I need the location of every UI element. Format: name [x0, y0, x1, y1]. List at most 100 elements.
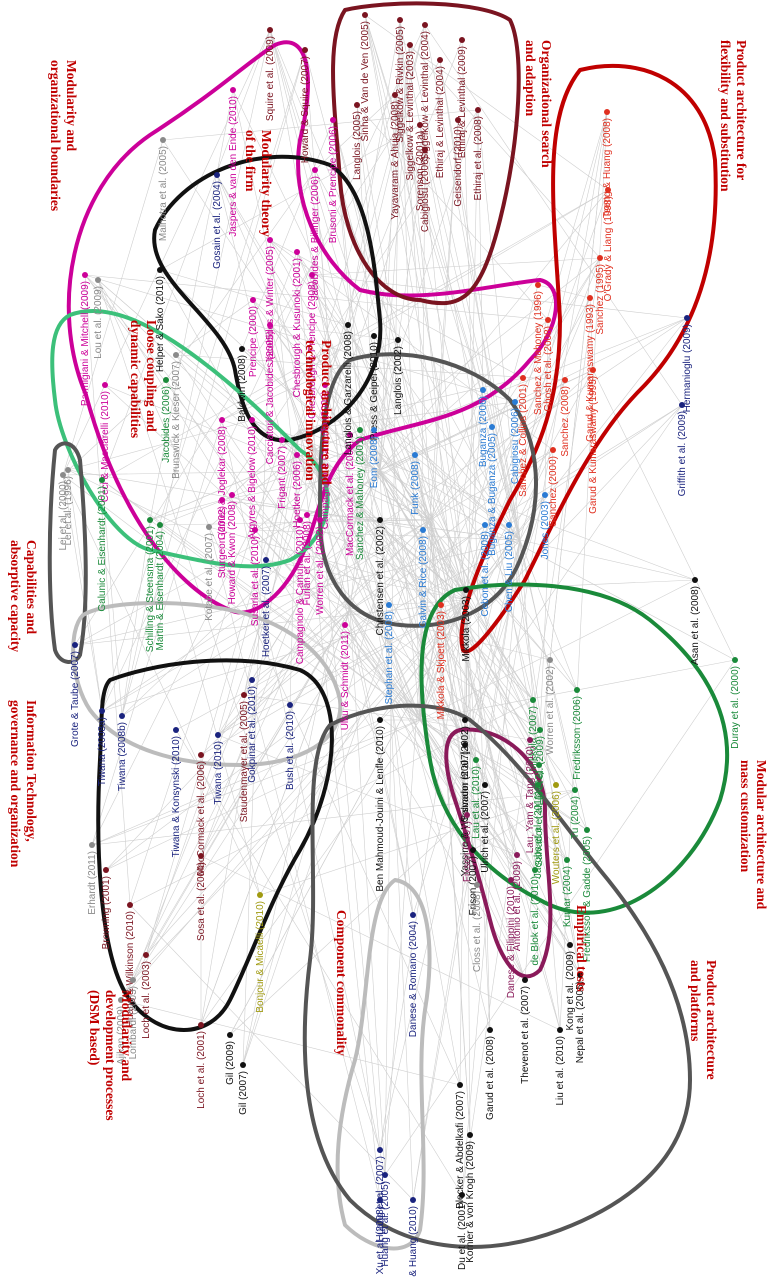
node-label: Tu (2004): [570, 796, 581, 839]
node-label: Ulrich et al. (2007): [480, 791, 491, 873]
node-dot: [322, 382, 328, 388]
citation-edge: [379, 469, 531, 741]
node-dot: [480, 387, 486, 393]
node-dot: [584, 827, 590, 833]
citation-edge: [243, 694, 421, 721]
citation-edge: [145, 44, 411, 956]
node-dot: [215, 732, 221, 738]
node-dot: [198, 752, 204, 758]
node-dot: [157, 267, 163, 273]
citation-edge: [394, 94, 493, 428]
cluster-title-line: dynamic capabilities: [128, 320, 143, 438]
node-dot: [422, 22, 428, 28]
node-dot: [545, 317, 551, 323]
node-dot: [437, 57, 443, 63]
node-dot: [219, 497, 225, 503]
node-label: Frison (2007): [468, 856, 479, 915]
citation-edge: [419, 124, 521, 541]
cluster-title-mass-customization: Modular architecture andmass customizati…: [738, 760, 769, 910]
node-label: Garud & Kumaraswamy (1993): [585, 304, 596, 442]
cluster-title-platforms: Product architectureand platforms: [688, 960, 719, 1080]
citation-edge: [379, 494, 546, 721]
node-dot: [412, 452, 418, 458]
node-label: Garud & Kumaraswamy (1995): [588, 376, 599, 514]
cluster-title-it-governance: Information Technology,governance and or…: [8, 700, 39, 868]
cluster-title-flexibility: Product architecture forflexibility and …: [718, 40, 749, 192]
citation-edge: [120, 469, 381, 1001]
citation-edge: [532, 699, 568, 861]
cluster-title-line: development processes: [103, 990, 118, 1121]
citation-edge: [159, 524, 261, 896]
node-dot: [354, 102, 360, 108]
citation-edge: [477, 109, 521, 541]
node-dot: [574, 687, 580, 693]
node-dot: [679, 402, 685, 408]
node-dot: [312, 167, 318, 173]
citation-edge: [120, 539, 521, 1001]
node-label: Gomes & Joglekar (2008): [217, 426, 228, 540]
node-label: Zhang & Huang (2010): [408, 1206, 419, 1278]
node-label: Closs et al. (2008): [472, 891, 483, 972]
citation-edge: [429, 519, 468, 816]
node-dot: [287, 702, 293, 708]
cluster-title-theory-firm: Modularity theoryof the firm: [243, 130, 274, 237]
node-dot: [475, 107, 481, 113]
citation-edge: [84, 274, 516, 403]
node-dot: [463, 587, 469, 593]
node-dot: [547, 657, 553, 663]
citation-edge: [269, 324, 521, 541]
node-label: Tiwana (2008b): [117, 722, 128, 791]
node-dot: [470, 847, 476, 853]
citation-edge: [364, 14, 521, 541]
node-label: Jacobides (2006): [161, 386, 172, 463]
node-dot: [377, 1147, 383, 1153]
citation-edge: [216, 174, 283, 441]
node-dot: [72, 642, 78, 648]
node-label: Cabigiosu (2006): [510, 408, 521, 484]
citation-edge: [429, 519, 561, 1031]
node-dot: [590, 367, 596, 373]
citation-edge: [373, 429, 467, 601]
citation-edge: [394, 94, 467, 591]
node-label: Hoetker (2006): [292, 461, 303, 528]
node-dot: [371, 427, 377, 433]
citation-edge: [379, 519, 526, 981]
node-label: Jaspers & van den Ende (2010): [228, 96, 239, 237]
citation-edge: [74, 454, 416, 646]
cluster-title-tech-innovation: Product architecture andtechnological in…: [303, 340, 334, 485]
node-label: Sanchez (2008): [560, 386, 571, 457]
node-label: Ethiraj & Levinthal (2009): [457, 46, 468, 158]
citation-edge: [200, 469, 381, 857]
node-label: Ben Mahmoud-Jouini & Lenfle (2010): [375, 726, 386, 892]
citation-edge: [419, 719, 512, 881]
citation-edge: [216, 174, 467, 591]
citation-edge: [364, 14, 467, 601]
node-label: Langlois (2005): [352, 111, 363, 180]
cluster-title-org-boundaries: Modularity andorganizational boundaries: [48, 60, 79, 211]
citation-edge: [200, 339, 399, 857]
citation-edge: [299, 429, 477, 761]
cluster-title-line: Information Technology,: [24, 700, 39, 842]
citation-edge: [243, 24, 426, 696]
article-nodes: Sinha & Van de Ven (2005)Siggelkow & Riv…: [58, 12, 741, 1278]
cluster-title-commonality: Component commonality: [334, 910, 349, 1056]
citation-edge: [252, 299, 478, 886]
citation-edge: [359, 429, 551, 661]
node-label: Tiwana (2008a): [97, 717, 108, 786]
citation-edge: [242, 529, 424, 1066]
node-label: Erhardt (2011): [87, 851, 98, 915]
citation-edge: [216, 174, 381, 471]
node-label: Loch et al. (2003): [141, 961, 152, 1039]
node-label: Grote & Taube (2007): [70, 651, 81, 747]
node-dot: [362, 12, 368, 18]
citation-edge: [251, 419, 381, 471]
citation-edge: [379, 469, 736, 661]
cluster-title-line: Capabilities and: [24, 540, 39, 635]
citation-edge: [508, 494, 546, 526]
node-dot: [464, 812, 470, 818]
citation-edge: [104, 384, 431, 521]
node-dot: [572, 787, 578, 793]
citation-edge: [251, 469, 381, 681]
citation-edge: [254, 529, 521, 541]
